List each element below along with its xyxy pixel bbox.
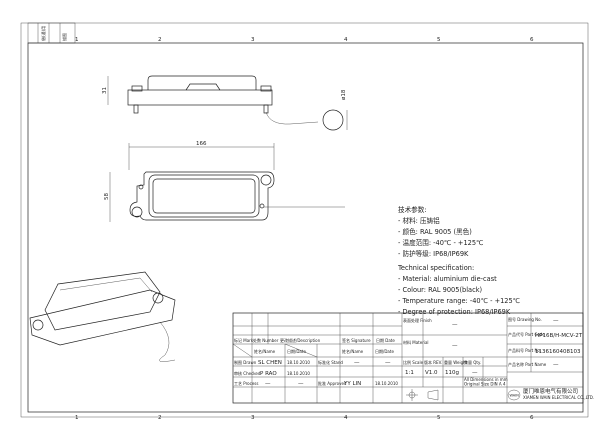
svg-text:- Degree of protection: IP68/I: - Degree of protection: IP68/IP69K <box>398 308 511 316</box>
svg-text:—: — <box>452 343 458 349</box>
svg-text:工艺 Process: 工艺 Process <box>234 381 258 386</box>
svg-text:2: 2 <box>158 415 162 421</box>
corner-label: 描图 <box>61 33 67 41</box>
svg-text:SL CHEN: SL CHEN <box>258 360 282 366</box>
svg-text:Technical specification:: Technical specification: <box>397 264 474 272</box>
svg-text:技术参数:: 技术参数: <box>398 205 427 214</box>
svg-text:1: 1 <box>75 415 79 421</box>
svg-text:6: 6 <box>530 37 534 43</box>
svg-text:更改描述/Description: 更改描述/Description <box>280 337 321 343</box>
svg-text:All Dimensions in mm: All Dimensions in mm <box>464 377 508 382</box>
svg-text:- Material: aluminium die-cast: - Material: aluminium die-cast <box>398 275 497 283</box>
svg-text:- Colour: RAL 9005(black): - Colour: RAL 9005(black) <box>398 286 482 294</box>
svg-text:WAIN: WAIN <box>510 394 520 398</box>
svg-text:姓名/Name: 姓名/Name <box>254 348 276 354</box>
svg-text:HP16B/H-MCV-2T: HP16B/H-MCV-2T <box>535 333 583 339</box>
svg-text:1:1: 1:1 <box>405 370 414 376</box>
svg-text:- 材料: 压铸铝: - 材料: 压铸铝 <box>398 216 440 225</box>
isometric-view <box>29 271 176 362</box>
svg-text:2: 2 <box>158 37 162 43</box>
svg-text:1136160408103: 1136160408103 <box>535 349 581 355</box>
svg-text:厦门唯恩电气有限公司: 厦门唯恩电气有限公司 <box>523 387 578 395</box>
svg-text:18.10.2010: 18.10.2010 <box>287 371 310 376</box>
svg-text:—: — <box>298 381 304 387</box>
corner-label: 借(通)用 <box>40 26 46 41</box>
svg-text:110g: 110g <box>445 370 459 376</box>
svg-text:Original Size DIN A 4: Original Size DIN A 4 <box>464 382 506 387</box>
svg-text:制图 Drawn: 制图 Drawn <box>234 359 257 365</box>
svg-text:6: 6 <box>530 415 534 421</box>
svg-text:- Temperature range: -40℃ - +1: - Temperature range: -40℃ - +125℃ <box>398 297 520 305</box>
svg-text:—: — <box>553 362 559 368</box>
svg-text:- 温度范围: -40℃ - +125℃: - 温度范围: -40℃ - +125℃ <box>398 238 483 247</box>
spec-en: Technical specification: - Material: alu… <box>397 264 520 316</box>
svg-text:审核 Checked: 审核 Checked <box>234 370 261 376</box>
top-view: 166 58 <box>104 141 345 222</box>
svg-text:材料 Material: 材料 Material <box>403 339 429 345</box>
dimension-length: 166 <box>196 141 207 147</box>
svg-text:日期/Date: 日期/Date <box>375 348 394 354</box>
svg-text:姓名/Name: 姓名/Name <box>342 348 364 354</box>
svg-text:18.10.2010: 18.10.2010 <box>375 381 398 386</box>
svg-text:重量 Weight: 重量 Weight <box>444 359 468 365</box>
svg-text:—: — <box>553 318 559 324</box>
svg-text:YY LIN: YY LIN <box>343 381 361 387</box>
svg-text:4: 4 <box>344 415 348 421</box>
svg-text:版本 REV.: 版本 REV. <box>424 359 442 365</box>
svg-text:4: 4 <box>344 37 348 43</box>
spec-cn: 技术参数: - 材料: 压铸铝 - 颜色: RAL 9005 (黑色) - 温度… <box>398 205 483 258</box>
svg-text:表面处理 Finish: 表面处理 Finish <box>403 317 432 323</box>
svg-text:日期/Date: 日期/Date <box>287 348 306 354</box>
svg-text:—: — <box>472 370 478 376</box>
zone-numbers: 1 2 3 4 5 6 1 2 3 4 5 6 <box>75 37 534 421</box>
lanyard-loop <box>322 109 344 131</box>
svg-text:—: — <box>452 322 458 328</box>
company-logo: WAIN <box>507 389 521 401</box>
title-block: 标记 Mark 处数 Number 更改描述/Description 签名 Si… <box>232 312 594 404</box>
svg-text:标记 Mark: 标记 Mark <box>234 337 254 343</box>
svg-text:—: — <box>265 381 271 387</box>
svg-text:处数 Number: 处数 Number <box>253 337 279 343</box>
svg-text:—: — <box>354 360 360 366</box>
svg-text:批准 Approved: 批准 Approved <box>318 380 347 386</box>
dimension-height: 31 <box>102 87 108 94</box>
svg-text:1: 1 <box>75 37 79 43</box>
svg-text:3: 3 <box>251 37 255 43</box>
svg-text:日期 Date: 日期 Date <box>376 337 395 343</box>
svg-text:P RAO: P RAO <box>260 371 277 377</box>
svg-text:签名 Signature: 签名 Signature <box>342 337 371 343</box>
dimension-loop: ø18 <box>341 89 347 100</box>
svg-text:- 防护等级: IP68/IP69K: - 防护等级: IP68/IP69K <box>398 249 469 258</box>
svg-text:比例 Scale: 比例 Scale <box>403 359 424 365</box>
svg-text:标准化 Stand: 标准化 Stand <box>318 359 343 365</box>
svg-text:XIAMEN WAIN ELECTRICAL CO.,LTD: XIAMEN WAIN ELECTRICAL CO.,LTD. <box>523 395 594 400</box>
svg-text:- 颜色: RAL 9005 (黑色): - 颜色: RAL 9005 (黑色) <box>398 227 472 236</box>
svg-text:数量 Qty.: 数量 Qty. <box>464 359 481 365</box>
svg-text:—: — <box>385 360 391 366</box>
svg-text:产品料号 Part No.: 产品料号 Part No. <box>508 347 541 353</box>
svg-text:产品名称 Part Name: 产品名称 Part Name <box>508 361 547 367</box>
svg-text:3: 3 <box>251 415 255 421</box>
projection-symbol-icon <box>406 389 439 401</box>
corner-tabs: 借(通)用 描图 <box>27 22 76 44</box>
outer-border <box>20 22 589 418</box>
svg-text:图号 Drawing No.: 图号 Drawing No. <box>508 316 542 322</box>
svg-text:V1.0: V1.0 <box>425 370 438 376</box>
drawing-frame <box>27 42 584 413</box>
dimension-width: 58 <box>104 193 110 200</box>
side-view: 31 ø18 <box>102 75 348 131</box>
svg-text:5: 5 <box>437 37 441 43</box>
svg-text:5: 5 <box>437 415 441 421</box>
svg-text:18.10.2010: 18.10.2010 <box>287 360 310 365</box>
svg-text:产品代号 Part Code: 产品代号 Part Code <box>508 331 545 337</box>
